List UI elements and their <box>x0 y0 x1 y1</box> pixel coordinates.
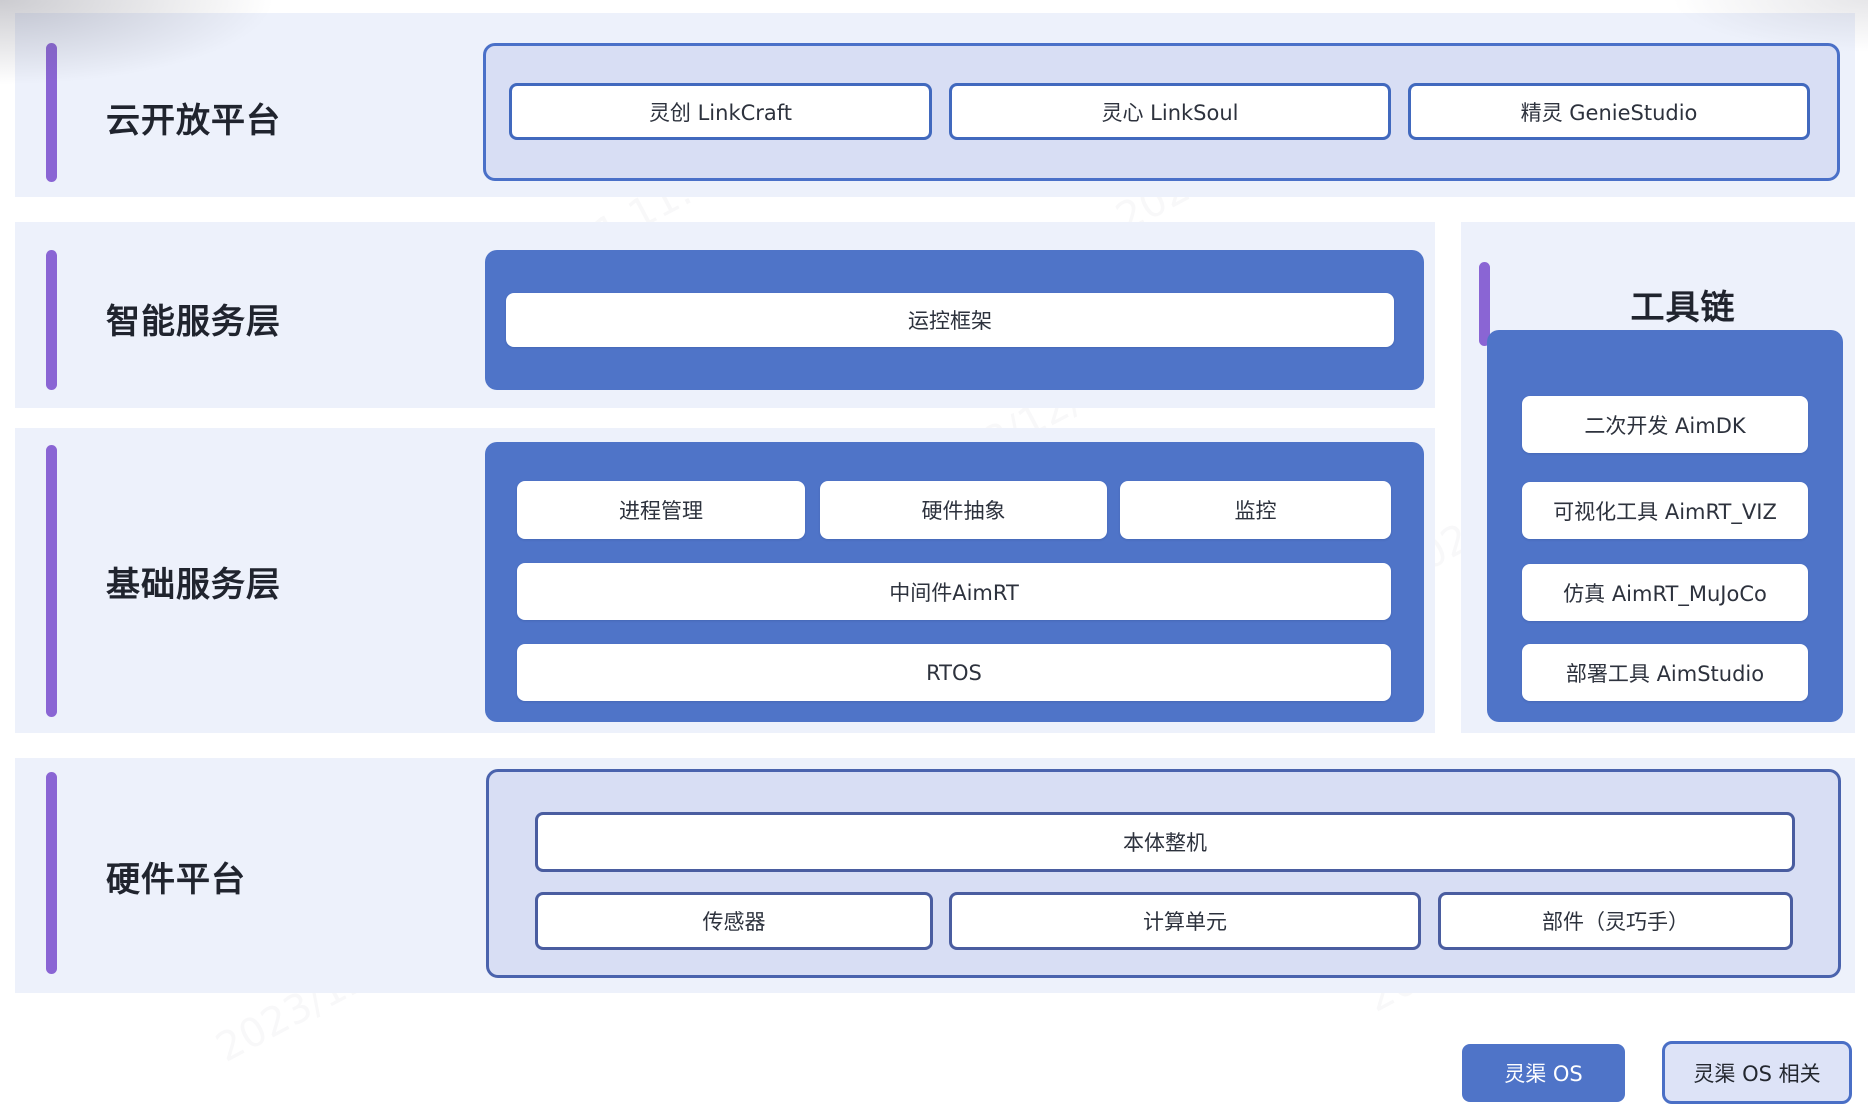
intelligent-accent-bar <box>46 250 57 390</box>
toolchain-accent-bar <box>1479 262 1490 346</box>
box-aimrt-mujoco: 仿真 AimRT_MuJoCo <box>1522 564 1808 621</box>
section-label-hardware: 硬件平台 <box>106 859 246 900</box>
section-label-foundation: 基础服务层 <box>106 564 281 605</box>
section-label-toolchain: 工具链 <box>1630 287 1736 328</box>
box-linkcraft: 灵创 LinkCraft <box>509 83 932 140</box>
box-motion-control-framework: 运控框架 <box>506 293 1394 347</box>
box-geniestudio: 精灵 GenieStudio <box>1408 83 1810 140</box>
section-label-intelligent: 智能服务层 <box>106 301 281 342</box>
box-compute-unit: 计算单元 <box>949 892 1421 950</box>
section-label-cloud: 云开放平台 <box>106 100 281 141</box>
box-sensors: 传感器 <box>535 892 933 950</box>
box-rtos: RTOS <box>517 644 1391 701</box>
box-monitoring: 监控 <box>1120 481 1391 539</box>
box-aimrt-viz: 可视化工具 AimRT_VIZ <box>1522 482 1808 539</box>
box-aimstudio: 部署工具 AimStudio <box>1522 644 1808 701</box>
box-process-management: 进程管理 <box>517 481 805 539</box>
box-hardware-abstraction: 硬件抽象 <box>820 481 1107 539</box>
box-middleware-aimrt: 中间件AimRT <box>517 563 1391 620</box>
box-robot-body: 本体整机 <box>535 812 1795 872</box>
legend-lingqu-os-related: 灵渠 OS 相关 <box>1662 1041 1852 1104</box>
legend-lingqu-os: 灵渠 OS <box>1462 1044 1625 1102</box>
hardware-accent-bar <box>46 772 57 974</box>
foundation-accent-bar <box>46 445 57 717</box>
box-linksoul: 灵心 LinkSoul <box>949 83 1391 140</box>
box-parts-dexterous-hand: 部件（灵巧手） <box>1438 892 1793 950</box>
cloud-accent-bar <box>46 43 57 182</box>
box-aimdk: 二次开发 AimDK <box>1522 396 1808 453</box>
